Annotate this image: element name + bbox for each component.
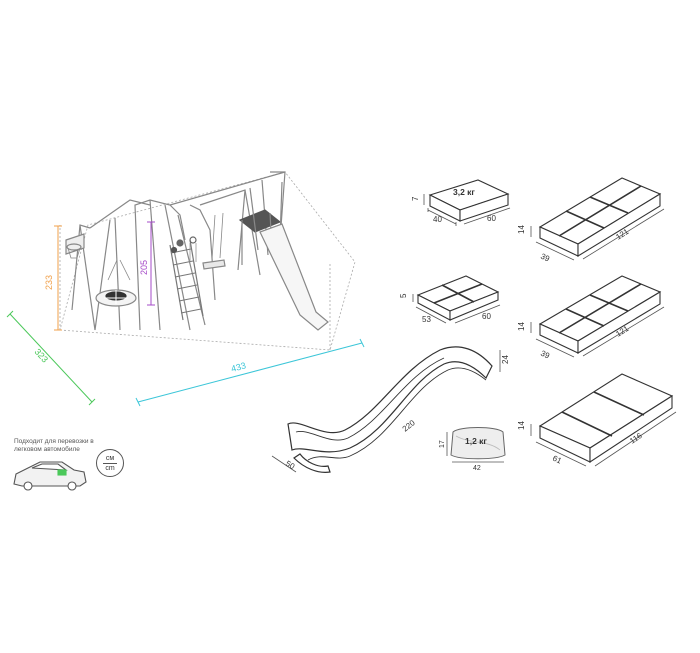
long2-h: 14 — [517, 322, 526, 331]
slide-tower — [238, 171, 329, 331]
long3-h: 14 — [517, 421, 526, 430]
box2-w: 53 — [422, 315, 431, 324]
box1-h: 7 — [411, 196, 420, 201]
footprint-outline — [59, 171, 356, 351]
label-depth: 323 — [33, 347, 50, 365]
box2-h: 5 — [399, 293, 408, 298]
bag-weight: 1,2 кг — [465, 436, 487, 446]
slide-dims — [271, 350, 501, 473]
nest-swing — [89, 199, 151, 331]
long3-w: 61 — [551, 454, 563, 466]
unit-bottom: cm — [105, 464, 115, 472]
package-long1-dims — [530, 208, 665, 261]
label-width: 433 — [230, 360, 247, 374]
long2-w: 39 — [539, 349, 551, 361]
unit-top: см — [105, 454, 115, 462]
transport-note: Подходит для перевозки в легковом автомо… — [14, 438, 94, 453]
bag-h: 17 — [439, 440, 446, 448]
climbing-frame — [134, 199, 216, 331]
bag-part — [450, 427, 506, 460]
dim-width — [135, 338, 365, 407]
long1-w: 39 — [539, 252, 551, 264]
package-long3 — [538, 373, 674, 464]
slide-w: 50 — [284, 459, 297, 472]
label-height-frame: 205 — [139, 260, 149, 275]
package-box2 — [416, 275, 500, 321]
package-long2 — [538, 275, 662, 354]
slide-h: 24 — [501, 355, 510, 364]
bag-dims — [446, 432, 504, 463]
unit-badge: см cm — [96, 449, 124, 477]
dim-height-frame — [147, 221, 155, 306]
unit-divider — [103, 462, 117, 464]
box1-weight: 3,2 кг — [453, 187, 475, 197]
long1-h: 14 — [517, 225, 526, 234]
dim-height-basket — [54, 225, 62, 331]
car-icon — [13, 461, 87, 491]
dim-depth — [6, 310, 96, 406]
package-long1 — [538, 177, 662, 257]
package-long3-dims — [530, 411, 677, 467]
label-height-basket: 233 — [44, 275, 54, 290]
package-long2-dims — [530, 306, 665, 358]
box2-d: 60 — [482, 312, 491, 321]
box1-w: 40 — [433, 215, 442, 224]
slide-part — [287, 346, 493, 473]
box1-d: 60 — [487, 214, 496, 223]
slide-len: 220 — [401, 418, 417, 434]
package-box1-dims — [423, 194, 511, 226]
package-box1 — [428, 179, 510, 222]
package-box2-dims — [412, 294, 501, 324]
swing-set — [6, 171, 365, 407]
bag-w: 42 — [473, 465, 481, 472]
basketball-post — [65, 224, 96, 331]
